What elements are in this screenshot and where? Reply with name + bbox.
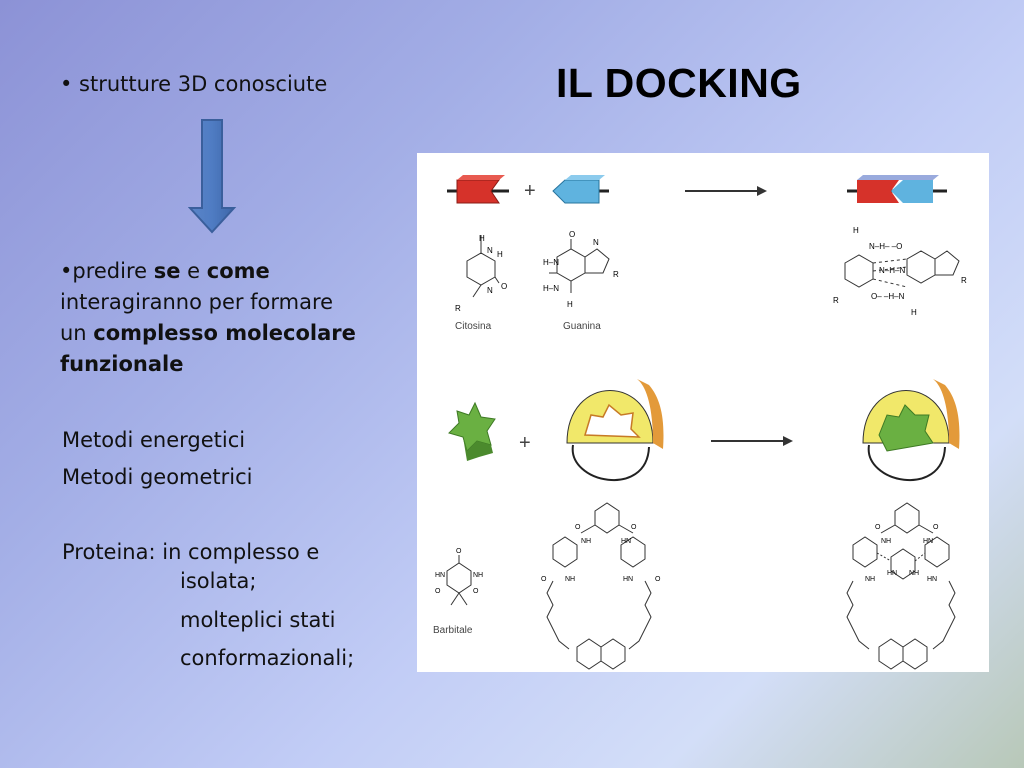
complex-structure-icon <box>846 502 956 670</box>
guanine-label: Guanina <box>563 321 601 332</box>
barbital-structure-icon <box>446 555 472 606</box>
svg-text:N: N <box>487 246 493 255</box>
svg-text:O: O <box>541 576 547 583</box>
protein-line3: molteplici stati <box>180 608 336 632</box>
svg-text:NH: NH <box>865 576 875 583</box>
svg-text:R: R <box>613 270 619 279</box>
svg-text:O: O <box>655 576 661 583</box>
base-pair-structure-icon <box>844 250 960 288</box>
svg-text:H: H <box>911 308 917 317</box>
protein-line4: conformazionali; <box>180 646 355 670</box>
svg-text:R: R <box>833 296 839 305</box>
predict-se: se <box>153 259 181 283</box>
host-cup-icon <box>566 379 664 482</box>
svg-text:HN: HN <box>923 538 933 545</box>
docking-figure: + H <box>417 153 989 672</box>
predict-functional: funzionale <box>60 352 184 376</box>
svg-text:H–N: H–N <box>543 258 559 267</box>
predict-complex: complesso molecolare <box>93 321 356 345</box>
svg-text:HN: HN <box>623 576 633 583</box>
receptor-structure-icon <box>546 502 652 670</box>
docking-illustration: + H <box>433 175 967 670</box>
method-geometric: Metodi geometrici <box>62 465 253 489</box>
svg-text:NH: NH <box>909 570 919 577</box>
reaction-arrow-2-icon <box>711 436 793 446</box>
protein-line1: Proteina: in complesso e <box>62 540 320 564</box>
docked-block-icon <box>847 175 947 203</box>
cytosine-structure-icon <box>466 235 500 298</box>
svg-text:+: + <box>519 432 531 454</box>
svg-text:O: O <box>501 282 507 291</box>
svg-text:O: O <box>569 230 575 239</box>
svg-text:H: H <box>567 300 573 309</box>
svg-text:N–H–N: N–H–N <box>879 266 905 275</box>
barbital-label: Barbitale <box>433 625 473 636</box>
svg-text:H: H <box>479 234 485 243</box>
bullet-3d-structures: • strutture 3D conosciute <box>60 72 328 96</box>
slide-title: IL DOCKING <box>556 60 802 106</box>
svg-text:R: R <box>455 304 461 313</box>
svg-text:O: O <box>456 548 462 555</box>
svg-text:O: O <box>631 524 637 531</box>
svg-text:H: H <box>497 250 503 259</box>
svg-text:O: O <box>473 588 479 595</box>
guanine-structure-icon <box>549 239 610 293</box>
svg-text:H: H <box>853 226 859 235</box>
svg-text:HN: HN <box>621 538 631 545</box>
svg-text:HN: HN <box>435 572 445 579</box>
svg-text:HN: HN <box>927 576 937 583</box>
svg-text:O: O <box>875 524 881 531</box>
svg-text:NH: NH <box>565 576 575 583</box>
svg-text:O: O <box>575 524 581 531</box>
protein-line2: isolata; <box>180 569 257 593</box>
svg-text:HN: HN <box>887 570 897 577</box>
predict-line2: interagiranno per formare <box>60 290 334 314</box>
cytosine-label: Citosina <box>455 321 492 332</box>
red-block-icon <box>447 175 509 204</box>
svg-text:+: + <box>524 180 536 202</box>
green-star-icon <box>448 401 496 461</box>
svg-text:O: O <box>435 588 441 595</box>
predict-come: come <box>206 259 270 283</box>
svg-text:NH: NH <box>881 538 891 545</box>
svg-text:N–H– –O: N–H– –O <box>869 242 902 251</box>
svg-text:N: N <box>487 286 493 295</box>
down-arrow-icon <box>188 119 237 234</box>
svg-text:R: R <box>961 276 967 285</box>
docked-cup-icon <box>862 379 960 482</box>
svg-text:O: O <box>933 524 939 531</box>
blue-block-icon <box>552 175 609 204</box>
bullet-predict: •predire se e come interagiranno per for… <box>60 256 356 380</box>
reaction-arrow-1-icon <box>685 186 767 196</box>
svg-text:H–N: H–N <box>543 284 559 293</box>
svg-text:NH: NH <box>473 572 483 579</box>
svg-text:N: N <box>593 238 599 247</box>
method-energetic: Metodi energetici <box>62 428 246 452</box>
svg-text:NH: NH <box>581 538 591 545</box>
predict-and: e <box>180 259 207 283</box>
predict-un: un <box>60 321 94 345</box>
predict-prefix: •predire <box>60 259 154 283</box>
svg-text:O– –H–N: O– –H–N <box>871 292 905 301</box>
